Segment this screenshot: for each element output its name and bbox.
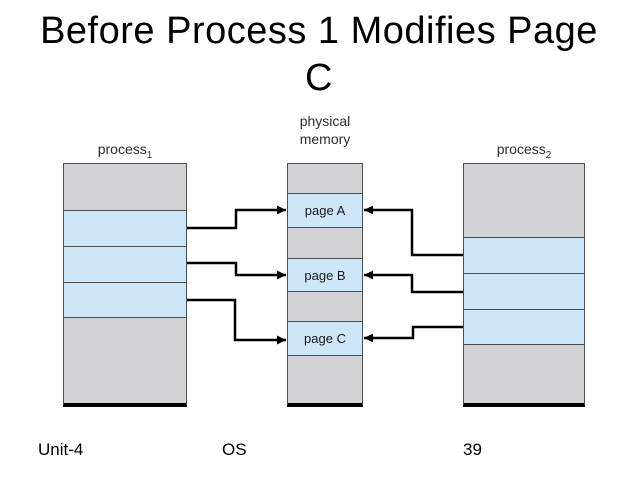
page-a-label: page A	[304, 203, 346, 218]
arrow-process2-to-page-a	[364, 205, 463, 257]
footer-unit: Unit-4	[38, 440, 84, 459]
physical-memory-page-c: page C	[288, 321, 362, 355]
physical-memory-label-line1: physical	[299, 113, 351, 129]
process1-block-bottom-unshared	[64, 317, 186, 403]
physical-memory-block-gray-3	[288, 291, 362, 321]
arrow-process1-to-page-a	[187, 205, 286, 230]
process1-block-shared-3	[64, 282, 186, 317]
arrow-process1-to-page-b	[187, 261, 286, 280]
arrow-process1-to-page-c	[187, 298, 286, 345]
physical-memory-block-gray-2	[288, 227, 362, 258]
process2-column	[463, 163, 585, 407]
physical-memory-page-a: page A	[288, 193, 362, 227]
physical-memory-page-b: page B	[288, 258, 362, 291]
footer-subject: OS	[222, 440, 247, 459]
page-c-label: page C	[304, 331, 346, 346]
physical-memory-column: page A page B page C	[287, 163, 363, 407]
footer-page-number: 39	[463, 440, 482, 459]
slide-title-line1: Before Process 1 Modifies Page	[40, 10, 598, 52]
process2-block-shared-1	[464, 237, 584, 273]
physical-memory-label-line2: memory	[299, 131, 351, 147]
arrow-process2-to-page-b	[364, 270, 463, 294]
process2-block-shared-2	[464, 273, 584, 309]
process1-label-base: process	[97, 141, 147, 157]
process1-label: process1	[63, 140, 187, 161]
process1-block-shared-1	[64, 210, 186, 246]
arrow-process2-to-page-c	[364, 325, 463, 343]
physical-memory-block-gray-1	[288, 164, 362, 193]
physical-memory-label: physical memory	[287, 112, 363, 148]
process1-label-subscript: 1	[146, 149, 153, 161]
process2-block-shared-3	[464, 309, 584, 344]
slide-title: Before Process 1 Modifies Page C	[0, 8, 638, 102]
process2-block-bottom-unshared	[464, 344, 584, 403]
process1-block-top-unshared	[64, 164, 186, 210]
slide-title-line2: C	[305, 57, 333, 99]
process1-block-shared-2	[64, 246, 186, 282]
process2-label-subscript: 2	[545, 149, 552, 161]
physical-memory-block-gray-4	[288, 355, 362, 403]
process2-label-base: process	[496, 141, 546, 157]
process1-column	[63, 163, 187, 407]
page-b-label: page B	[304, 267, 346, 283]
process2-block-top-unshared	[464, 164, 584, 237]
process2-label: process2	[463, 140, 585, 161]
